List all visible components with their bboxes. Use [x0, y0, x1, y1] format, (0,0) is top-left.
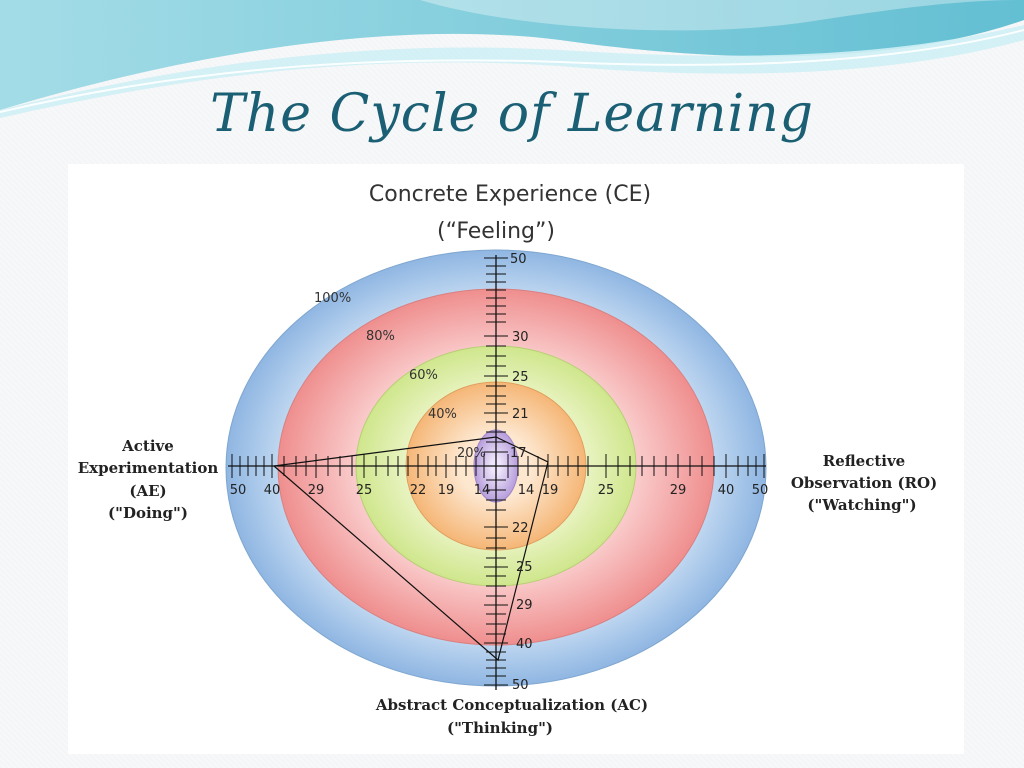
vertical-ticks	[484, 257, 508, 686]
ring-label-20: 20%	[457, 446, 486, 461]
right-label-line2: Observation (RO)	[791, 474, 937, 492]
bottom-tick-40: 40	[516, 637, 533, 652]
ring-label-100: 100%	[314, 291, 351, 306]
left-tick-29: 29	[308, 483, 325, 498]
slide-title: The Cycle of Learning	[210, 84, 814, 144]
bottom-tick-50: 50	[512, 678, 529, 693]
right-tick-19: 19	[542, 483, 559, 498]
bottom-label-line1: Abstract Conceptualization (AC)	[375, 696, 648, 714]
top-tick-50: 50	[510, 252, 527, 267]
ring-label-60: 60%	[409, 368, 438, 383]
left-label-line3: (AE)	[129, 482, 166, 500]
bottom-tick-25: 25	[516, 560, 533, 575]
left-tick-22: 22	[410, 483, 427, 498]
bottom-tick-29: 29	[516, 598, 533, 613]
top-tick-21: 21	[512, 407, 529, 422]
right-tick-25: 25	[598, 483, 615, 498]
right-label-line1: Reflective	[823, 452, 905, 470]
ring-label-80: 80%	[366, 329, 395, 344]
left-label-line1: Active	[121, 437, 174, 455]
top-tick-25: 25	[512, 370, 529, 385]
top-tick-30: 30	[512, 330, 529, 345]
horizontal-ticks	[231, 454, 765, 478]
top-tick-17: 17	[510, 446, 527, 461]
bottom-tick-22: 22	[512, 521, 529, 536]
learner-profile-shape	[272, 436, 549, 662]
left-tick-25: 25	[356, 483, 373, 498]
left-tick-40: 40	[264, 483, 281, 498]
header-waves	[0, 0, 1024, 118]
right-tick-40: 40	[718, 483, 735, 498]
right-label-line3: ("Watching")	[807, 496, 916, 514]
left-tick-14: 14	[474, 483, 491, 498]
bottom-label-line2: ("Thinking")	[447, 719, 553, 737]
ring-label-40: 40%	[428, 407, 457, 422]
learning-cycle-diagram: Concrete Experience (CE) (“Feeling”) Act…	[68, 164, 964, 754]
left-label-line2: Experimentation	[78, 459, 219, 477]
left-label-line4: ("Doing")	[108, 504, 188, 522]
left-tick-19: 19	[438, 483, 455, 498]
top-label-line2: (“Feeling”)	[437, 219, 555, 244]
right-tick-50: 50	[752, 483, 769, 498]
top-label-line1: Concrete Experience (CE)	[369, 182, 651, 207]
right-tick-29: 29	[670, 483, 687, 498]
right-tick-14: 14	[518, 483, 535, 498]
left-tick-50: 50	[230, 483, 247, 498]
